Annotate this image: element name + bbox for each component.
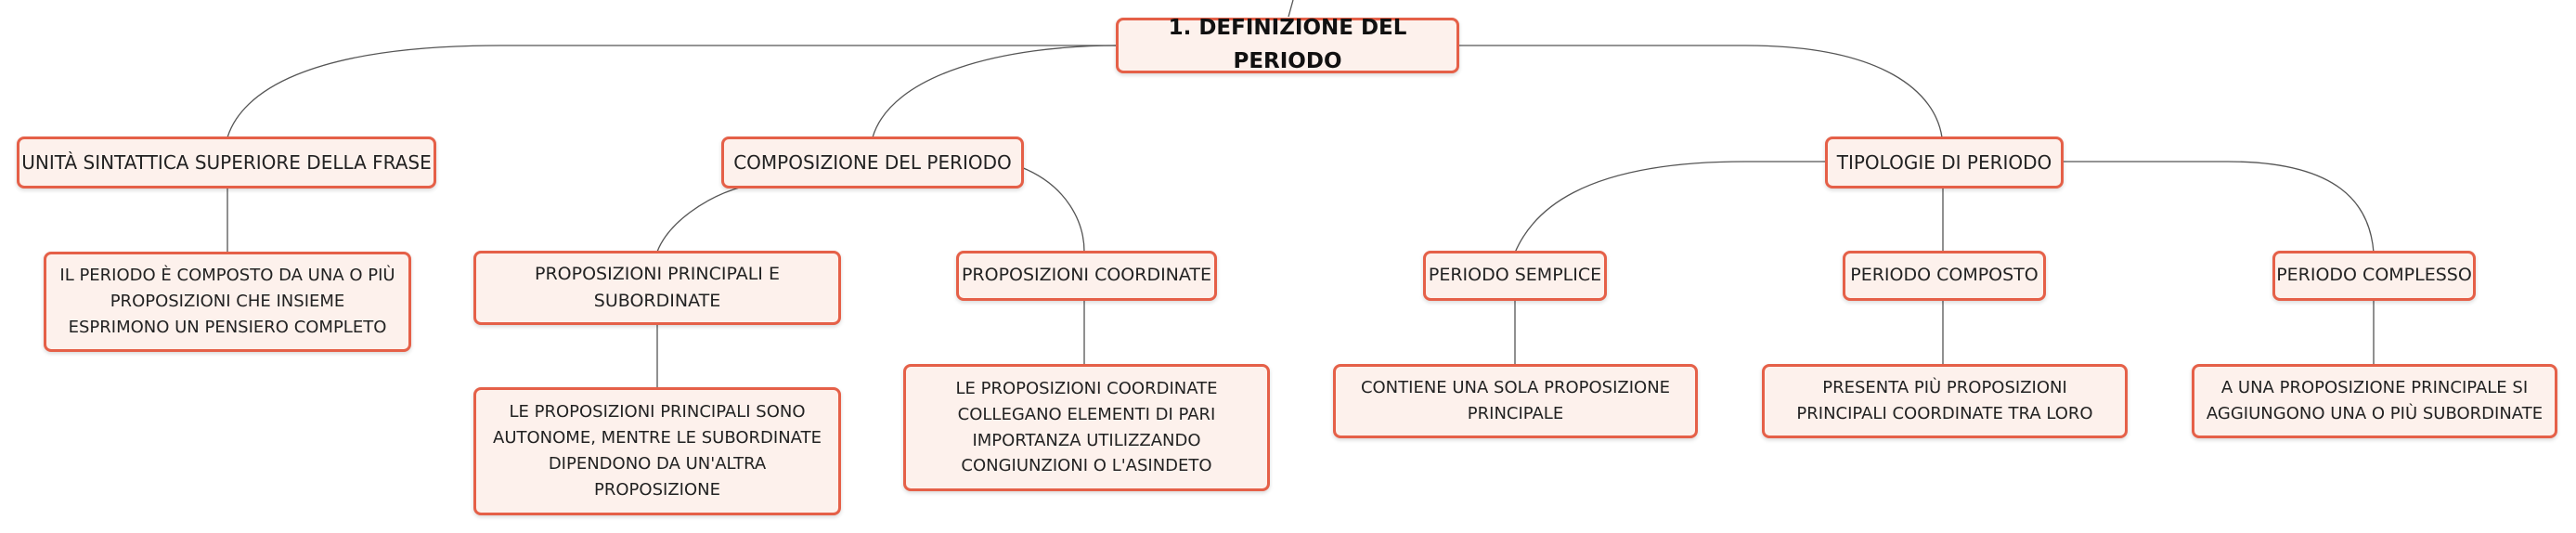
- connector-root-to-composizione: [872, 45, 1120, 138]
- subtopic-periodo-complesso[interactable]: PERIODO COMPLESSO: [2272, 251, 2476, 301]
- detail-label: IL PERIODO È COMPOSTO DA UNA O PIÙ PROPO…: [59, 266, 395, 337]
- connector-top: [1288, 0, 1294, 18]
- subtopic-coordinate[interactable]: PROPOSIZIONI COORDINATE: [956, 251, 1217, 301]
- branch-unita-sintattica[interactable]: UNITÀ SINTATTICA SUPERIORE DELLA FRASE: [17, 136, 436, 188]
- detail-label: CONTIENE UNA SOLA PROPOSIZIONE PRINCIPAL…: [1360, 378, 1671, 423]
- branch-label: COMPOSIZIONE DEL PERIODO: [733, 150, 1012, 174]
- connector-composizione-to-coordinate: [1020, 166, 1085, 253]
- detail-periodo-complesso[interactable]: A UNA PROPOSIZIONE PRINCIPALE SI AGGIUNG…: [2192, 364, 2557, 438]
- branch-label: UNITÀ SINTATTICA SUPERIORE DELLA FRASE: [21, 150, 432, 174]
- subtopic-periodo-composto[interactable]: PERIODO COMPOSTO: [1843, 251, 2046, 301]
- detail-periodo-composto-da[interactable]: IL PERIODO È COMPOSTO DA UNA O PIÙ PROPO…: [44, 252, 411, 352]
- detail-coordinate[interactable]: LE PROPOSIZIONI COORDINATE COLLEGANO ELE…: [903, 364, 1270, 491]
- subtopic-periodo-semplice[interactable]: PERIODO SEMPLICE: [1423, 251, 1607, 301]
- subtopic-label: PERIODO COMPOSTO: [1850, 265, 2039, 286]
- connector-root-to-tipologie: [1457, 45, 1943, 138]
- detail-periodo-semplice[interactable]: CONTIENE UNA SOLA PROPOSIZIONE PRINCIPAL…: [1333, 364, 1698, 438]
- detail-label: A UNA PROPOSIZIONE PRINCIPALE SI AGGIUNG…: [2206, 378, 2544, 423]
- branch-composizione[interactable]: COMPOSIZIONE DEL PERIODO: [721, 136, 1024, 188]
- subtopic-label: PERIODO COMPLESSO: [2276, 265, 2472, 286]
- subtopic-principali-subordinate[interactable]: PROPOSIZIONI PRINCIPALI E SUBORDINATE: [473, 251, 841, 325]
- detail-principali-subordinate[interactable]: LE PROPOSIZIONI PRINCIPALI SONO AUTONOME…: [473, 387, 841, 515]
- connector-tipologie-to-semplice: [1514, 161, 1829, 254]
- connector-composizione-to-principali: [656, 186, 744, 253]
- detail-label: LE PROPOSIZIONI COORDINATE COLLEGANO ELE…: [955, 378, 1218, 476]
- connector-tipologie-to-complesso: [2063, 161, 2375, 254]
- subtopic-label: PERIODO SEMPLICE: [1428, 265, 1602, 286]
- root-label: 1. DEFINIZIONE DEL PERIODO: [1168, 16, 1407, 73]
- branch-tipologie[interactable]: TIPOLOGIE DI PERIODO: [1825, 136, 2064, 188]
- detail-periodo-composto[interactable]: PRESENTA PIÙ PROPOSIZIONI PRINCIPALI COO…: [1762, 364, 2128, 438]
- detail-label: LE PROPOSIZIONI PRINCIPALI SONO AUTONOME…: [493, 402, 822, 500]
- connector-root-to-unita: [227, 45, 1119, 138]
- detail-label: PRESENTA PIÙ PROPOSIZIONI PRINCIPALI COO…: [1796, 378, 2093, 423]
- subtopic-label: PROPOSIZIONI COORDINATE: [961, 265, 1212, 286]
- subtopic-label: PROPOSIZIONI PRINCIPALI E SUBORDINATE: [535, 263, 780, 311]
- branch-label: TIPOLOGIE DI PERIODO: [1836, 150, 2052, 174]
- root-node[interactable]: 1. DEFINIZIONE DEL PERIODO: [1116, 16, 1459, 73]
